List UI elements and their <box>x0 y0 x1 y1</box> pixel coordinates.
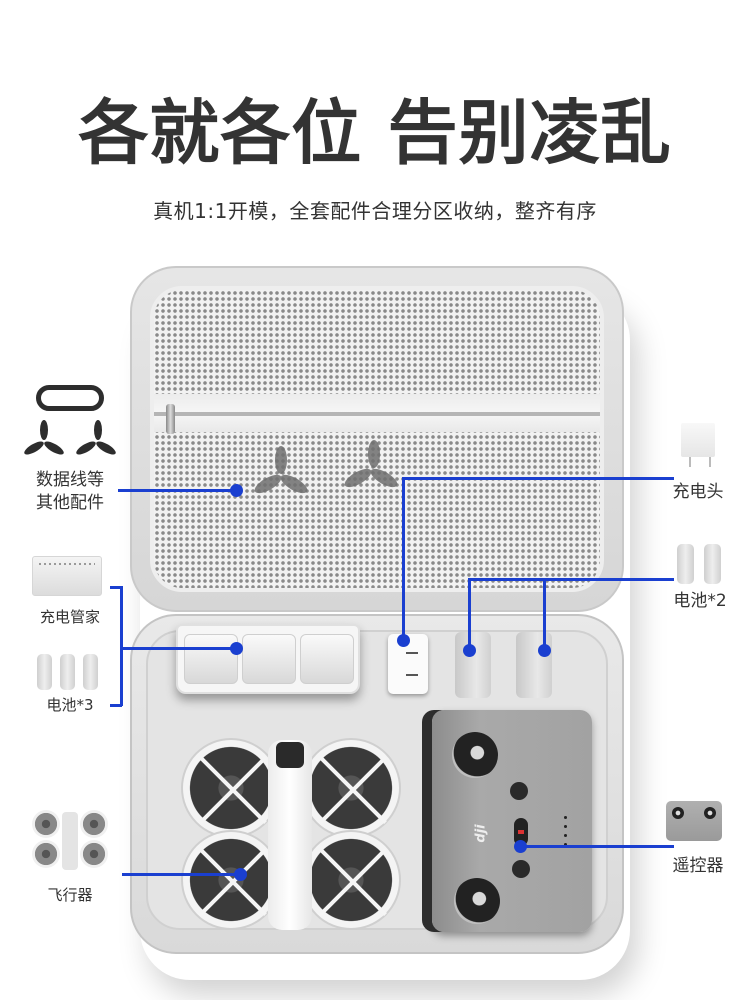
charging-hub <box>176 624 360 694</box>
charging-hub-icon <box>32 556 102 596</box>
battery-icon <box>60 654 75 690</box>
mode-switch <box>514 818 528 846</box>
callout-line-batteries2 <box>543 578 546 648</box>
zipper-pull[interactable] <box>166 404 175 434</box>
callout-line-remote <box>520 845 674 848</box>
propeller-guard <box>181 738 281 838</box>
battery-icon <box>704 544 721 584</box>
propeller-guard <box>301 830 401 930</box>
callout-dot-charger <box>397 634 410 647</box>
callout-dot-battery <box>463 644 476 657</box>
callout-line-charger <box>402 477 405 639</box>
usb-cable-icon <box>36 385 104 411</box>
zipper-track <box>154 412 600 416</box>
callout-bracket <box>120 586 123 706</box>
label-accessories-line1: 数据线等 <box>36 470 104 490</box>
label-remote: 遥控器 <box>672 856 724 876</box>
callout-line-batteries2 <box>468 578 674 581</box>
case-lid <box>130 266 624 612</box>
charger-icon <box>681 423 715 467</box>
propeller-icon <box>24 420 64 455</box>
propeller-icon <box>76 420 116 455</box>
label-charging-hub: 充电管家 <box>39 608 100 626</box>
battery-slot <box>300 634 354 684</box>
label-accessories-line2: 其他配件 <box>36 493 104 513</box>
callout-dot-remote <box>514 840 527 853</box>
spare-battery <box>455 632 491 698</box>
battery-icon <box>37 654 52 690</box>
callout-dot-drone <box>234 868 247 881</box>
mesh-pocket <box>150 286 604 592</box>
drone-icon <box>30 808 110 870</box>
label-batteries-3: 电池*3 <box>46 696 94 714</box>
power-button-icon <box>510 782 528 800</box>
drone-body <box>268 740 312 930</box>
subheadline: 真机1:1开模，全套配件合理分区收纳，整齐有序 <box>153 199 597 223</box>
spare-battery <box>516 632 552 698</box>
joystick <box>454 878 500 924</box>
battery-slot <box>184 634 238 684</box>
dji-logo: dji <box>473 824 489 843</box>
label-aircraft: 飞行器 <box>47 886 93 904</box>
battery-slot <box>242 634 296 684</box>
remote-icon <box>666 801 722 841</box>
camera-icon <box>276 742 304 768</box>
callout-line-batteries2 <box>468 578 471 648</box>
remote-controller: dji <box>432 710 592 932</box>
battery-led <box>564 816 567 819</box>
callout-line-hub <box>122 647 236 650</box>
propeller-icon <box>344 440 398 488</box>
propeller-icon <box>254 446 308 494</box>
battery-led <box>564 825 567 828</box>
callout-line-drone <box>122 873 240 876</box>
propeller-guard <box>181 830 281 930</box>
callout-bracket <box>110 586 122 589</box>
joystick <box>452 732 498 778</box>
battery-led <box>564 843 567 846</box>
drone <box>175 720 405 930</box>
callout-line-charger <box>402 477 674 480</box>
callout-bracket <box>110 704 122 707</box>
zipper <box>154 394 600 434</box>
label-batteries-2: 电池*2 <box>673 591 727 611</box>
callout-dot-battery <box>538 644 551 657</box>
callout-dot-accessories <box>230 484 243 497</box>
label-charger: 充电头 <box>672 482 724 502</box>
battery-icon <box>677 544 694 584</box>
battery-led <box>564 834 567 837</box>
usb-port <box>406 674 418 676</box>
propeller-guard <box>301 738 401 838</box>
callout-line-accessories <box>118 489 236 492</box>
battery-icon <box>83 654 98 690</box>
callout-dot-hub <box>230 642 243 655</box>
headline: 各就各位 告别凌乱 <box>78 92 672 174</box>
usb-port <box>406 652 418 654</box>
rth-button-icon <box>512 860 530 878</box>
